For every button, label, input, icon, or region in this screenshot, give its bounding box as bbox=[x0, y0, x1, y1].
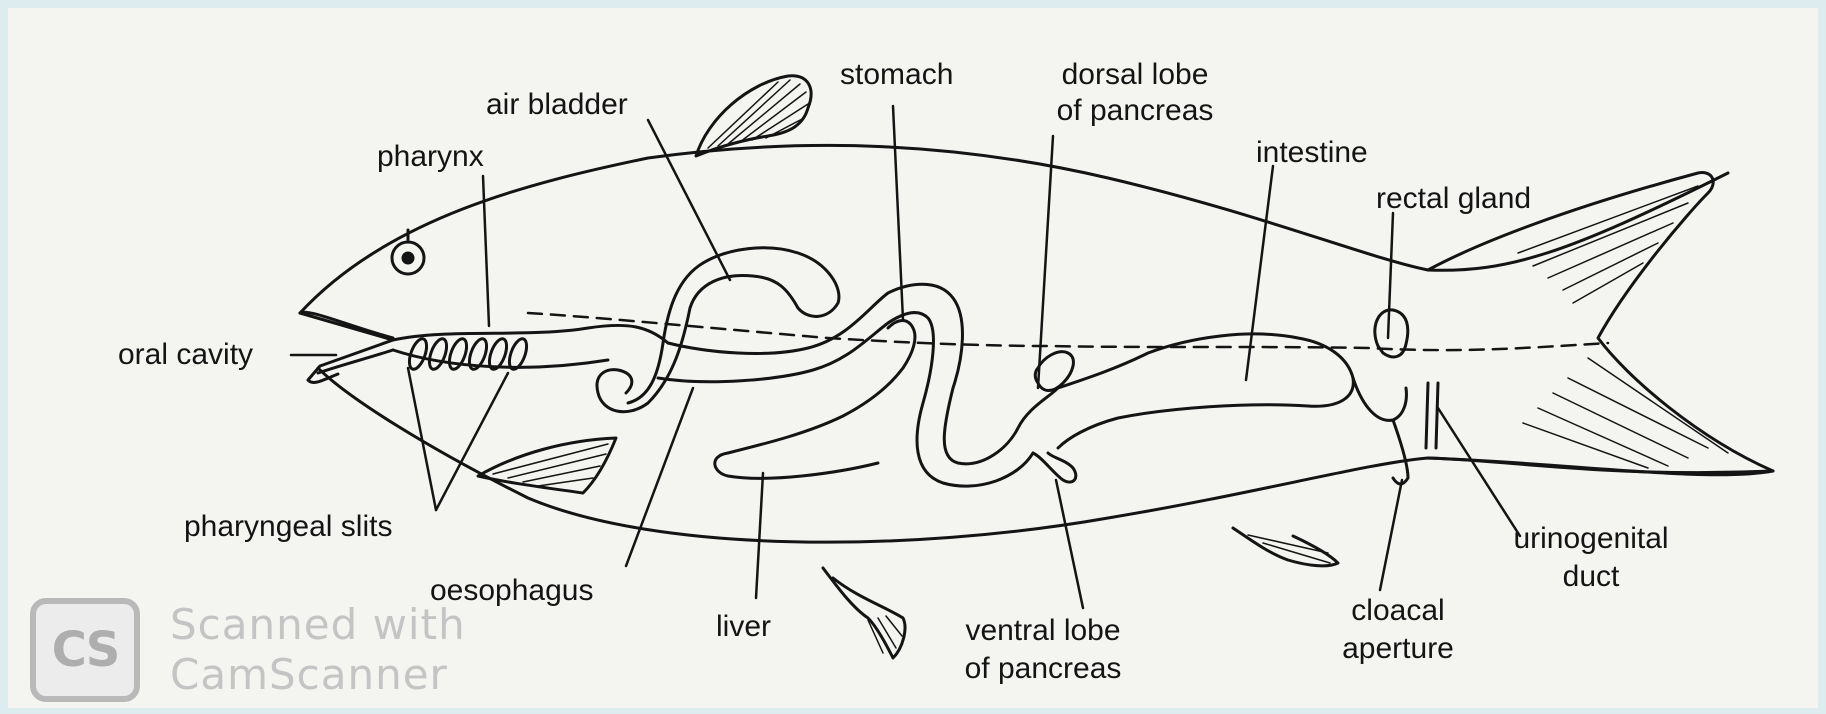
label-cloacal-line1: cloacal bbox=[1313, 592, 1483, 630]
label-intestine: intestine bbox=[1256, 134, 1368, 172]
leader-lines bbox=[291, 106, 1520, 608]
pharynx-drawing bbox=[393, 325, 668, 343]
ventral-pancreas-drawing bbox=[1033, 453, 1076, 482]
liver-drawing bbox=[728, 321, 915, 454]
label-urinogenital-line1: urinogenital bbox=[1486, 520, 1696, 558]
dashed-line bbox=[528, 313, 1608, 350]
label-dorsal-lobe-line1: dorsal lobe bbox=[1030, 56, 1240, 94]
label-pharyngeal-slits: pharyngeal slits bbox=[184, 508, 392, 546]
camscanner-watermark: CS Scanned with CamScanner bbox=[20, 598, 500, 708]
label-dorsal-lobe-line2: of pancreas bbox=[1030, 92, 1240, 130]
camscanner-logo: CS bbox=[30, 598, 140, 702]
label-urinogenital-line2: duct bbox=[1486, 558, 1696, 596]
label-ventral-lobe-line1: ventral lobe bbox=[938, 612, 1148, 650]
diagram-scan: oral cavity pharynx air bladder stomach … bbox=[8, 8, 1818, 708]
label-rectal-gland: rectal gland bbox=[1376, 180, 1531, 218]
cloaca-drawing bbox=[1393, 420, 1408, 484]
pelvic-fin bbox=[823, 568, 905, 658]
intestine-drawing bbox=[1058, 334, 1353, 448]
urinogenital-drawing bbox=[1426, 383, 1438, 448]
camscanner-logo-text: CS bbox=[36, 622, 134, 678]
air-bladder-drawing bbox=[597, 248, 839, 412]
label-oral-cavity: oral cavity bbox=[118, 336, 253, 374]
label-cloacal-line2: aperture bbox=[1313, 630, 1483, 668]
stomach-drawing bbox=[668, 284, 1058, 464]
dorsal-fin bbox=[696, 76, 811, 156]
fish-body-outline bbox=[300, 145, 1728, 313]
label-pharynx: pharynx bbox=[377, 138, 484, 176]
anal-fin bbox=[1233, 528, 1338, 566]
watermark-line2: CamScanner bbox=[170, 650, 448, 699]
label-liver: liver bbox=[716, 608, 771, 646]
watermark-line1: Scanned with bbox=[170, 600, 466, 649]
label-ventral-lobe-line2: of pancreas bbox=[938, 650, 1148, 688]
label-stomach: stomach bbox=[840, 56, 953, 94]
label-air-bladder: air bladder bbox=[486, 86, 628, 124]
